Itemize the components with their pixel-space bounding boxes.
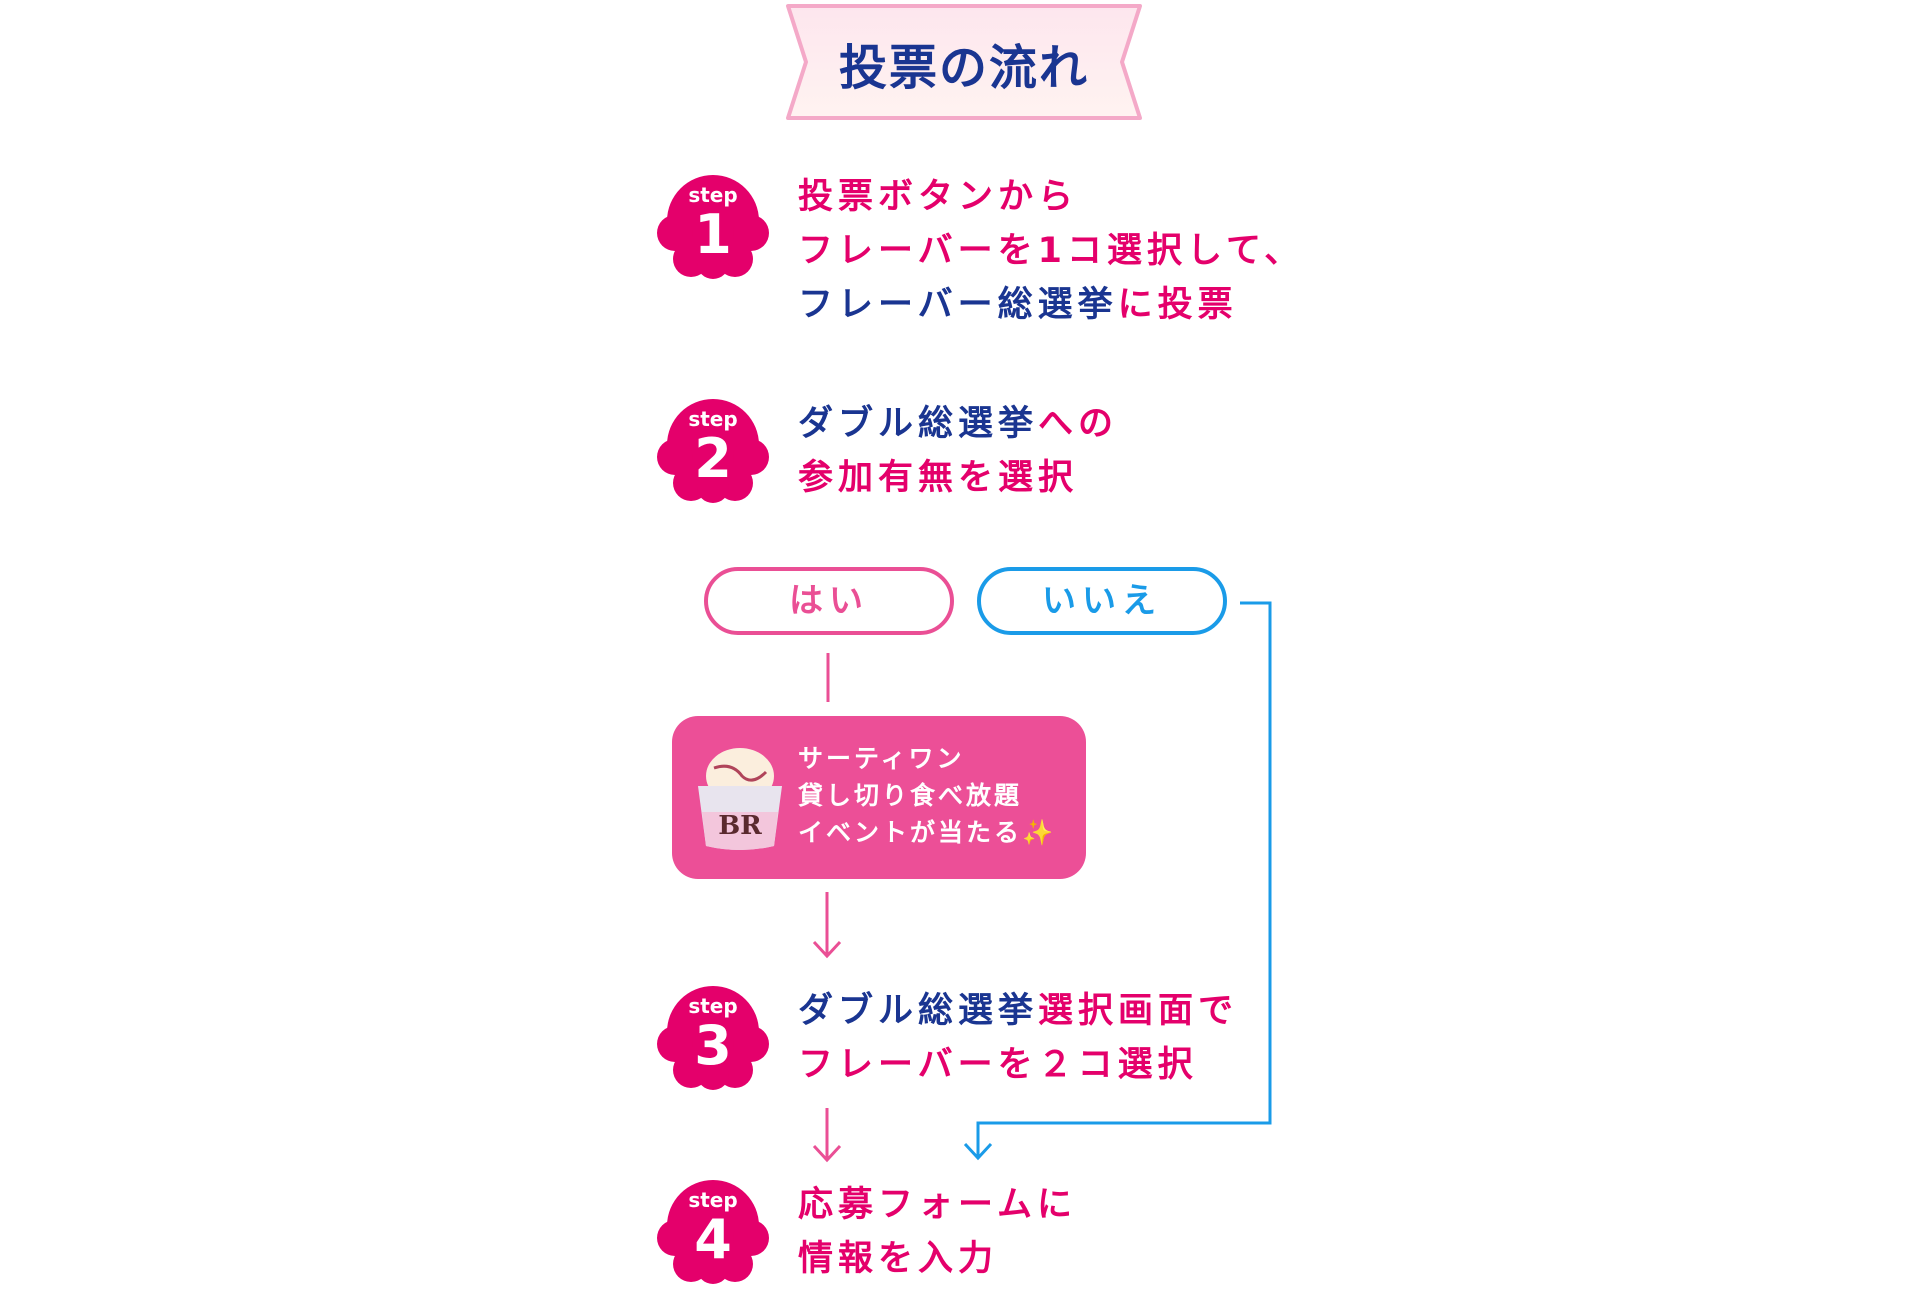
prize-line: サーティワン	[798, 744, 965, 773]
no-path-arrow	[963, 601, 1272, 1161]
prize-line: イベントが当たる✨	[798, 818, 1057, 847]
step-text-line: 参加有無を選択	[798, 451, 1118, 505]
step-4-text: 応募フォームに情報を入力	[798, 1178, 1077, 1286]
yes-choice: はい	[704, 567, 954, 635]
page-title: 投票の流れ	[838, 40, 1089, 96]
step-text-line: ダブル総選挙への	[798, 397, 1118, 451]
br-logo: BR	[718, 811, 762, 841]
step-3-text: ダブル総選挙選択画面でフレーバーを２コ選択	[798, 984, 1238, 1092]
step-text-line: 応募フォームに	[798, 1178, 1077, 1232]
step-number: 1	[694, 203, 732, 266]
step-text-line: フレーバーを２コ選択	[798, 1038, 1238, 1092]
step-text-segment: 参加有無を選択	[798, 458, 1079, 498]
step-text-segment: フレーバー総選挙	[798, 285, 1118, 325]
step-label: step	[688, 183, 738, 207]
step-label: step	[688, 994, 738, 1018]
step-text-segment: ダブル総選挙	[798, 991, 1039, 1031]
title-banner	[786, 4, 1142, 120]
step-text-segment: への	[1038, 404, 1119, 444]
step-text-line: 情報を入力	[798, 1232, 1077, 1286]
scalloped-badge-icon	[657, 1180, 769, 1284]
prize-line: 貸し切り食べ放題	[798, 781, 1023, 810]
scalloped-badge-icon	[657, 399, 769, 503]
step-text-segment: ダブル総選挙	[798, 404, 1039, 444]
arrow-to-step4	[812, 1108, 842, 1163]
step-text-segment: フレーバーを２コ選択	[798, 1045, 1198, 1085]
step-text-line: フレーバー総選挙に投票	[798, 278, 1304, 332]
prize-text: サーティワン 貸し切り食べ放題 イベントが当たる✨	[798, 740, 1056, 851]
step-text-line: フレーバーを1コ選択して、	[798, 224, 1304, 278]
step-text-segment: 投票ボタンから	[798, 177, 1079, 217]
step-text-segment: 情報を入力	[798, 1239, 999, 1279]
step-number: 4	[694, 1208, 732, 1271]
step-label: step	[688, 1188, 738, 1212]
step-1-text: 投票ボタンからフレーバーを1コ選択して、フレーバー総選挙に投票	[798, 170, 1304, 332]
step-number: 2	[694, 427, 732, 490]
step-text-segment: 選択画面で	[1038, 991, 1239, 1031]
step-2-text: ダブル総選挙への参加有無を選択	[798, 397, 1118, 505]
scalloped-badge-icon	[657, 986, 769, 1090]
arrow-to-step3	[812, 892, 842, 959]
step-number: 3	[694, 1014, 732, 1077]
step-text-line: ダブル総選挙選択画面で	[798, 984, 1238, 1038]
step-text-segment: に投票	[1117, 285, 1238, 325]
scalloped-badge-icon	[657, 175, 769, 279]
ice-cream-cup-icon: BR	[698, 748, 782, 850]
no-choice: いいえ	[977, 567, 1227, 635]
step-text-line: 投票ボタンから	[798, 170, 1304, 224]
step-text-segment: フレーバーを1コ選択して、	[798, 231, 1305, 271]
step-label: step	[688, 407, 738, 431]
prize-box: BR サーティワン 貸し切り食べ放題 イベントが当たる✨	[672, 716, 1086, 879]
step-text-segment: 応募フォームに	[798, 1185, 1077, 1225]
